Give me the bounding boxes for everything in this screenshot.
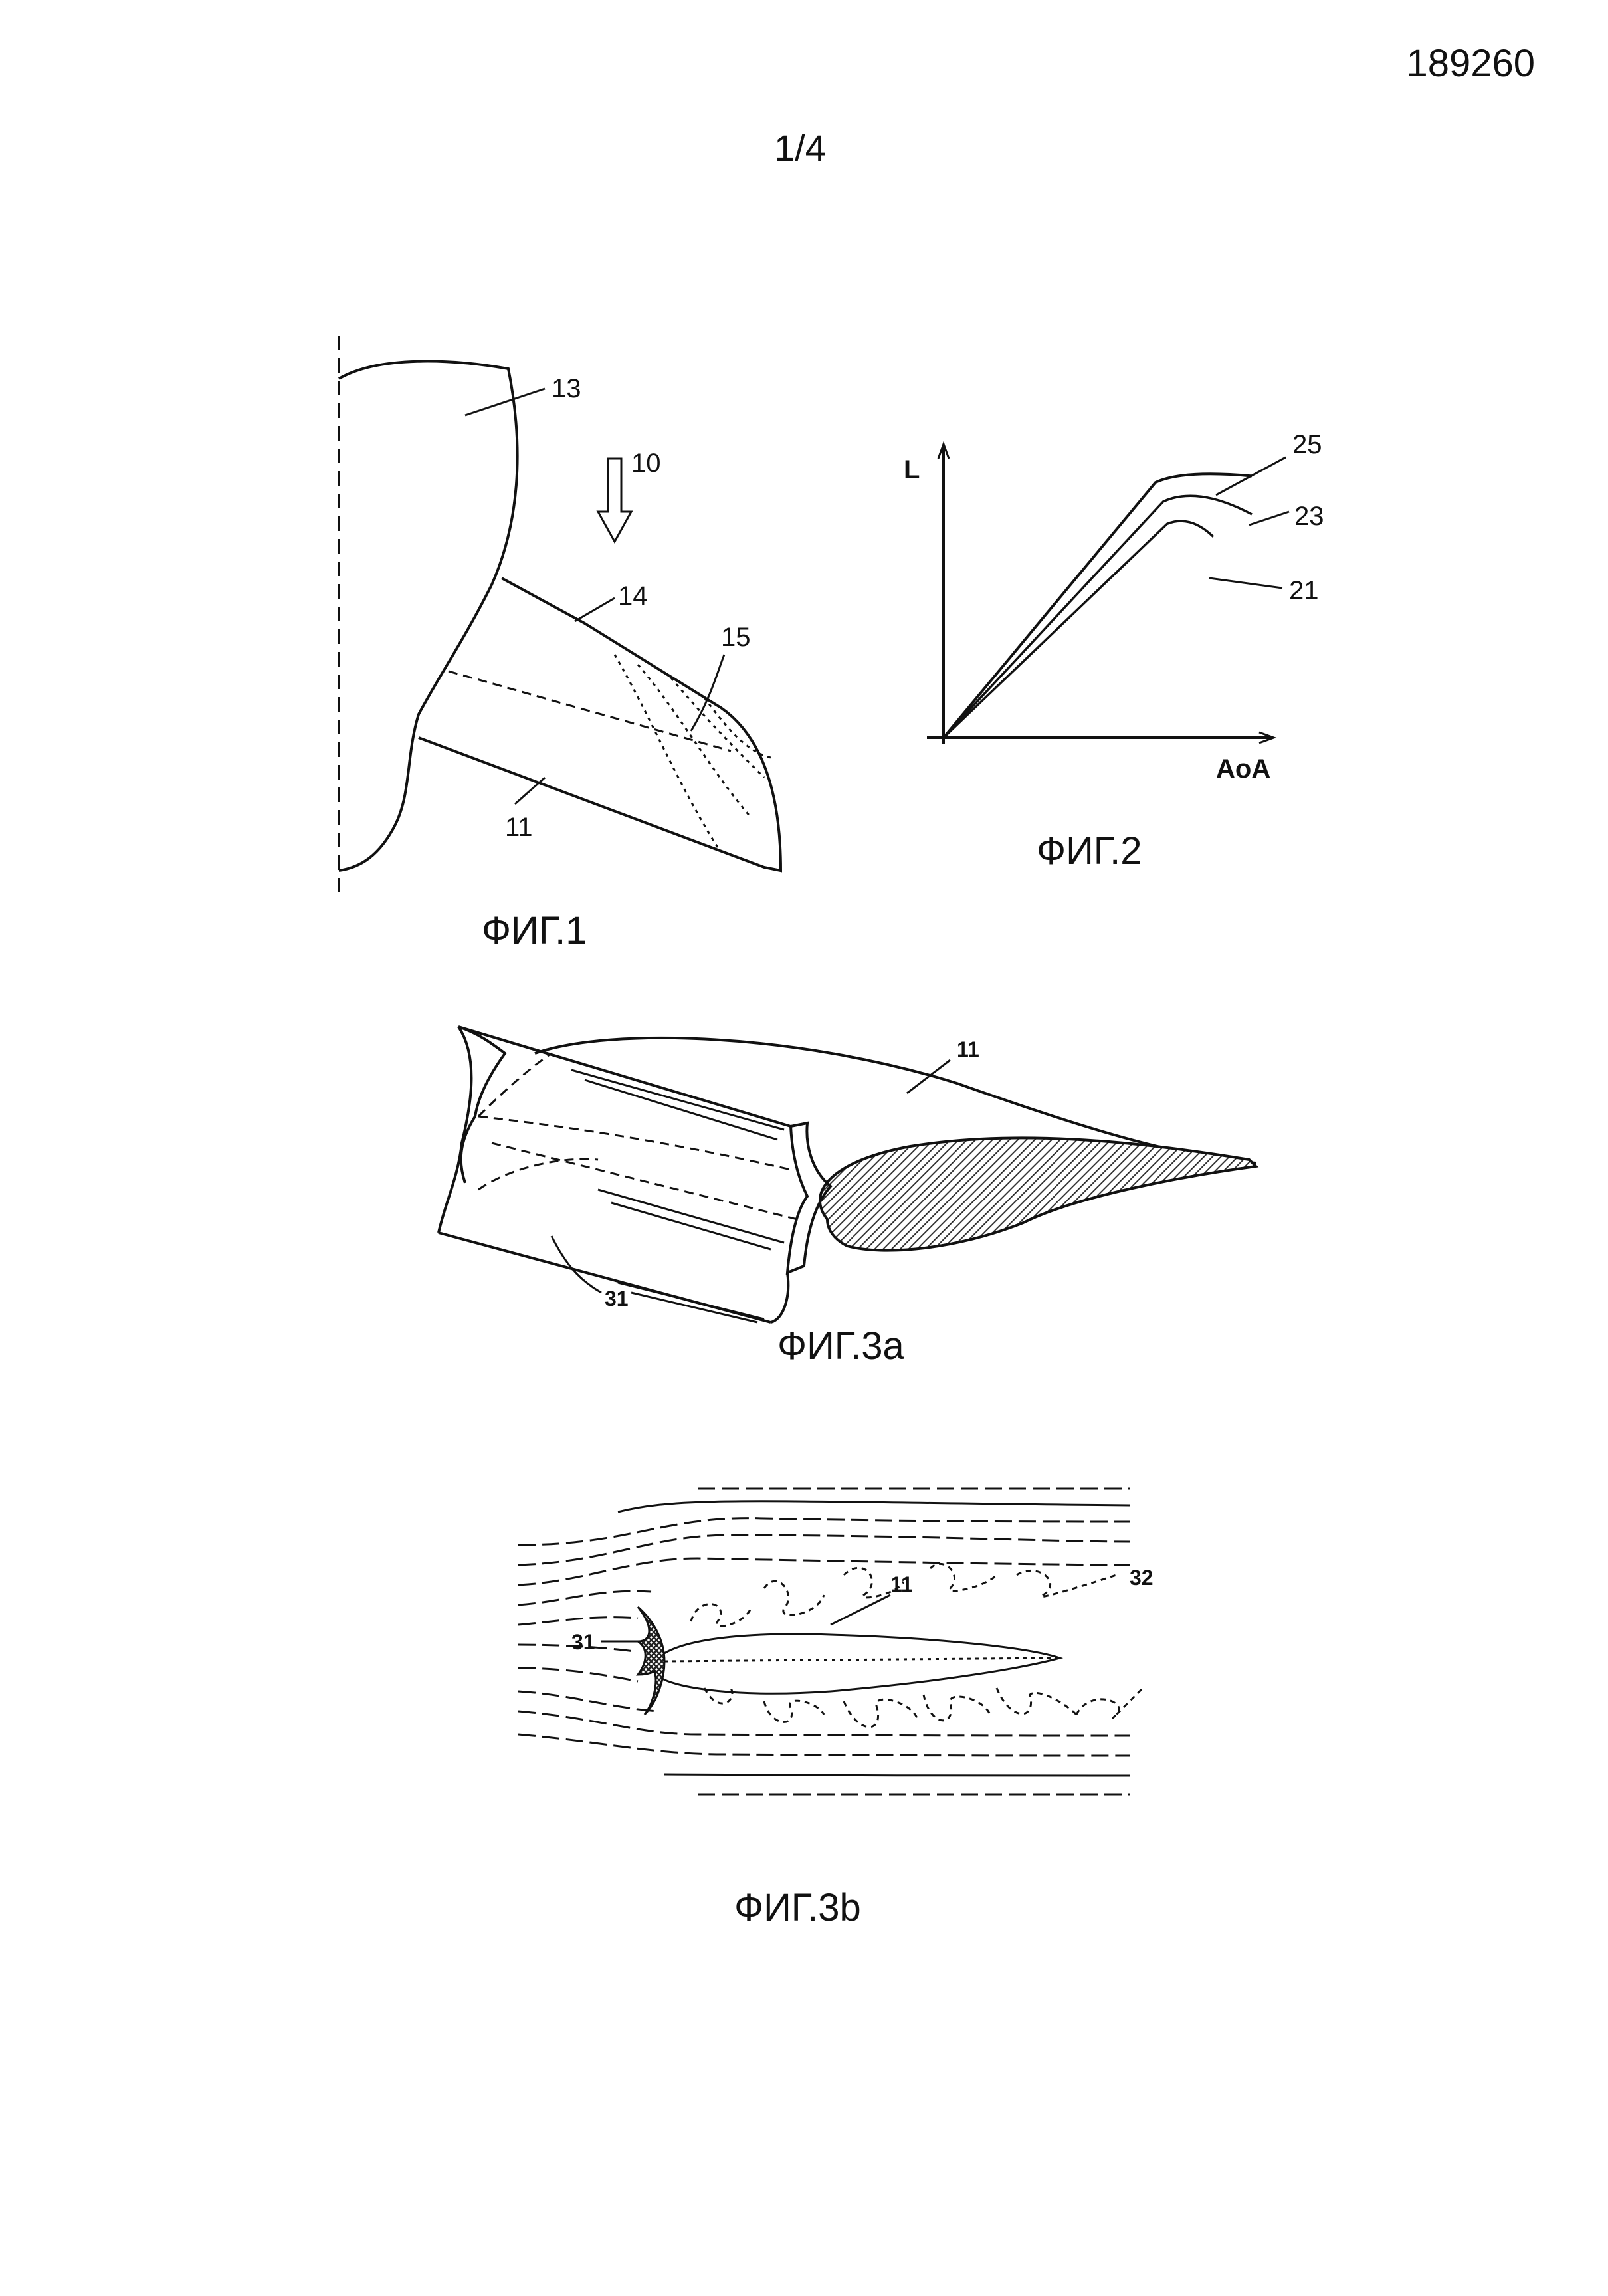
curve-label-21: 21 — [1289, 576, 1319, 605]
airfoil-section — [819, 1136, 1259, 1252]
y-axis-arrow — [937, 441, 950, 459]
tube-inner-dashed — [477, 1052, 798, 1221]
label-32-3b: 32 — [1130, 1566, 1154, 1590]
airfoil-chord-dotted — [664, 1657, 1057, 1663]
label-10: 10 — [631, 449, 661, 478]
edge-device-profile — [785, 1121, 833, 1275]
leader-11-3a — [906, 1059, 951, 1095]
tube-surface-lines — [571, 1069, 785, 1324]
leader-25 — [1215, 456, 1286, 496]
leader-11 — [514, 776, 546, 805]
tip-dotted-curves — [613, 654, 771, 848]
leader-13 — [464, 387, 546, 417]
document-number: 189260 — [1406, 42, 1535, 85]
y-axis-label: L — [904, 455, 920, 484]
tube-lower-front — [770, 1272, 790, 1324]
label-31-3b: 31 — [571, 1630, 595, 1654]
fig3a-caption: ФИГ.3a — [777, 1324, 904, 1368]
curve-label-23: 23 — [1294, 502, 1324, 531]
leader-23 — [1249, 510, 1290, 526]
fuselage-body — [338, 360, 519, 872]
label-14: 14 — [618, 581, 648, 611]
tube-left-notch — [458, 1025, 507, 1184]
figure-3b — [518, 1487, 1144, 1796]
fig3b-caption: ФИГ.3b — [734, 1886, 861, 1929]
edge-device-3b — [635, 1606, 666, 1716]
wing-chord-dashed — [448, 670, 732, 752]
flow-arrow-10 — [596, 457, 633, 544]
figure-3a — [437, 1025, 1259, 1324]
curve-23 — [942, 494, 1253, 739]
tube-top-edge — [458, 1025, 791, 1128]
label-11: 11 — [505, 813, 533, 842]
figure-2-plot — [927, 441, 1290, 744]
sheet-number: 1/4 — [774, 127, 826, 169]
label-15: 15 — [721, 623, 751, 652]
wing-outline — [418, 577, 783, 873]
fig1-caption: ФИГ.1 — [482, 909, 587, 952]
leader-14 — [574, 597, 615, 623]
vortices — [690, 1563, 1144, 1728]
fig2-caption: ФИГ.2 — [1037, 829, 1142, 873]
label-11-3b: 11 — [890, 1572, 913, 1596]
figure-1 — [338, 336, 783, 900]
curve-21 — [942, 520, 1215, 739]
streamlines — [518, 1487, 1130, 1796]
curves-group — [942, 472, 1253, 739]
x-axis-label: AoA — [1216, 754, 1270, 783]
curve-25 — [942, 472, 1253, 739]
leader-31-3a — [550, 1235, 602, 1294]
leader-11-3b — [830, 1594, 891, 1626]
label-13: 13 — [552, 374, 581, 403]
label-31-3a: 31 — [605, 1287, 629, 1310]
leader-21 — [1209, 577, 1283, 589]
leader-15 — [690, 654, 726, 732]
label-11-3a: 11 — [957, 1037, 979, 1061]
curve-label-25: 25 — [1292, 430, 1322, 459]
x-axis-arrow — [1258, 731, 1277, 744]
airfoil-3b — [653, 1633, 1064, 1695]
